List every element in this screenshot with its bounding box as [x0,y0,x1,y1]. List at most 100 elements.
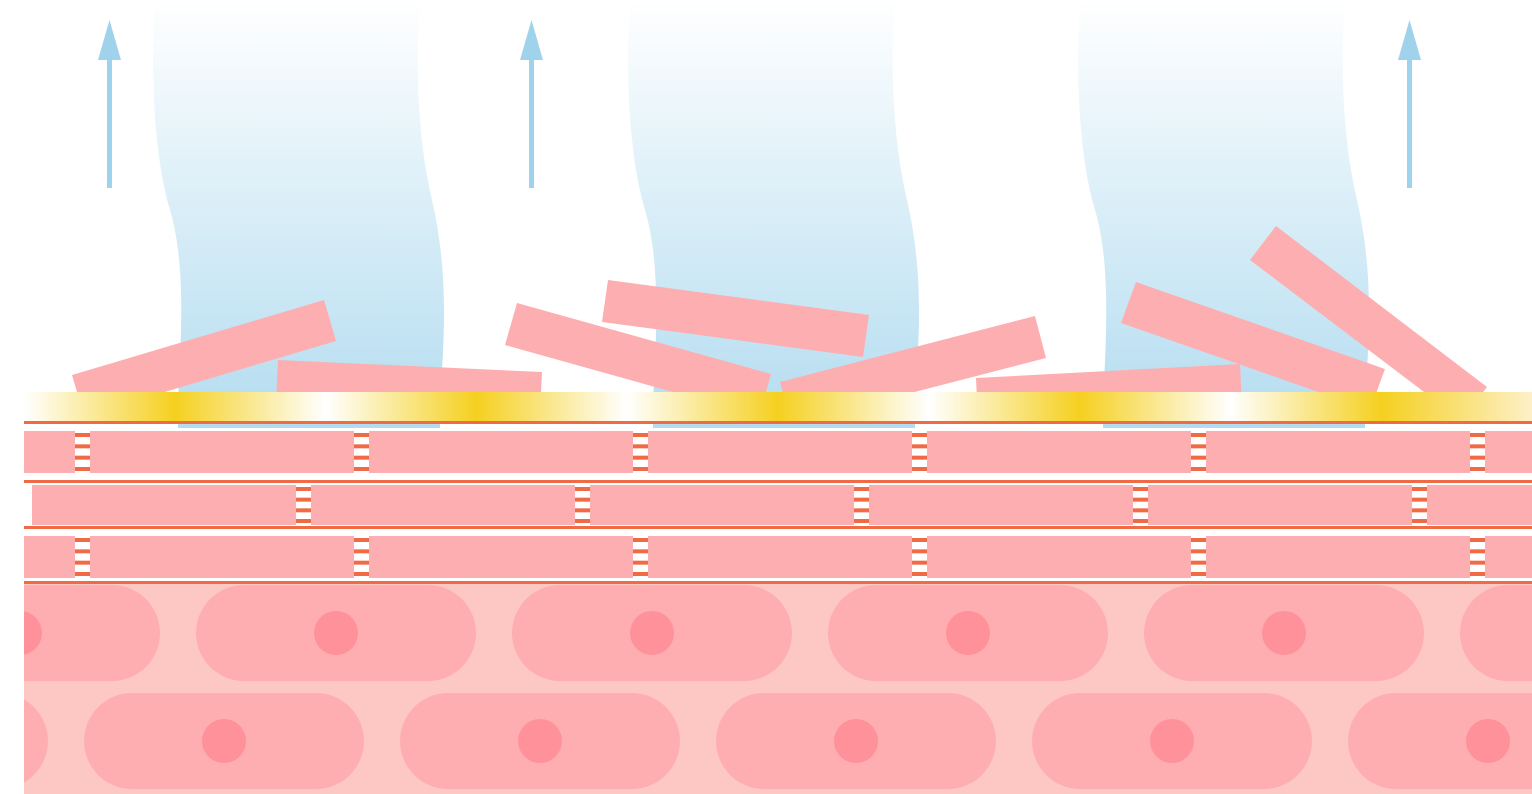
brick-cell [1206,431,1470,473]
mortar-mark [354,444,369,448]
brick-cell [311,485,575,525]
brick-cell [1485,431,1532,473]
sebum-layer [24,392,1532,422]
brick-cell [369,431,633,473]
mortar-mark [575,519,590,523]
mortar-mark [912,456,927,460]
cell-nucleus [1150,719,1194,763]
mortar-mark [296,519,311,523]
brick-cell [32,485,296,525]
mortar-mark [633,444,648,448]
mortar-mark [1133,487,1148,491]
mortar-mark [1133,519,1148,523]
mortar-line [24,581,1532,584]
cell-nucleus [1466,719,1510,763]
mortar-mark [854,508,869,512]
mortar-mark [854,519,869,523]
brick-cell [1148,485,1412,525]
mortar-mark [633,467,648,471]
mortar-line [24,526,1532,529]
mortar-mark [1412,519,1427,523]
mortar-mark [354,561,369,565]
mortar-mark [1412,487,1427,491]
mortar-mark [575,487,590,491]
mortar-mark [854,498,869,502]
brick-cell [90,431,354,473]
brick-cell [1427,485,1532,525]
mortar-mark [633,456,648,460]
mortar-mark [1133,508,1148,512]
mortar-mark [296,487,311,491]
brick-cell [869,485,1133,525]
mortar-mark [1191,444,1206,448]
brick-cell [927,431,1191,473]
up-arrow-icon [520,20,543,188]
brick-cell [24,431,75,473]
mortar-mark [1191,433,1206,437]
mortar-mark [912,433,927,437]
cell-nucleus [946,611,990,655]
mortar-mark [1470,538,1485,542]
mortar-mark [912,561,927,565]
up-arrow-icon [98,20,121,188]
mortar-mark [633,549,648,553]
mortar-mark [1191,572,1206,576]
brick-cell [1206,536,1470,578]
mortar-mark [575,508,590,512]
mortar-mark [912,467,927,471]
mortar-mark [75,561,90,565]
brick-cell [1485,536,1532,578]
up-arrow-icon [1398,20,1421,188]
brick-cell [590,485,854,525]
mortar-mark [354,456,369,460]
stratum-corneum [24,421,1532,584]
mortar-mark [1412,498,1427,502]
mortar-mark [75,456,90,460]
mortar-mark [75,433,90,437]
cell-nucleus [518,719,562,763]
mortar-mark [75,444,90,448]
mortar-mark [1191,538,1206,542]
mortar-mark [75,467,90,471]
mortar-mark [354,549,369,553]
cell-nucleus [1262,611,1306,655]
brick-cell [648,431,912,473]
mortar-mark [633,561,648,565]
mortar-mark [1470,444,1485,448]
mortar-mark [296,508,311,512]
mortar-mark [575,498,590,502]
mortar-line [24,421,1532,424]
mortar-mark [854,487,869,491]
mortar-mark [354,433,369,437]
mortar-mark [1191,549,1206,553]
mortar-mark [354,572,369,576]
cell-nucleus [314,611,358,655]
brick-cell [927,536,1191,578]
mortar-mark [912,538,927,542]
mortar-mark [633,433,648,437]
mortar-mark [1470,467,1485,471]
mortar-mark [354,467,369,471]
brick-cell [24,536,75,578]
mortar-mark [1191,456,1206,460]
mortar-mark [75,549,90,553]
mortar-mark [1191,467,1206,471]
brick-cell [90,536,354,578]
brick-cell [648,536,912,578]
cell-nucleus [630,611,674,655]
mortar-mark [1470,572,1485,576]
mortar-mark [1412,508,1427,512]
mortar-mark [912,572,927,576]
mortar-mark [912,444,927,448]
mortar-mark [1470,456,1485,460]
mortar-mark [1470,561,1485,565]
living-cell-layer [0,584,1532,794]
mortar-mark [633,538,648,542]
mortar-mark [1470,433,1485,437]
mortar-mark [354,538,369,542]
mortar-mark [633,572,648,576]
mortar-mark [296,498,311,502]
cell-nucleus [834,719,878,763]
mortar-mark [1191,561,1206,565]
mortar-mark [75,572,90,576]
